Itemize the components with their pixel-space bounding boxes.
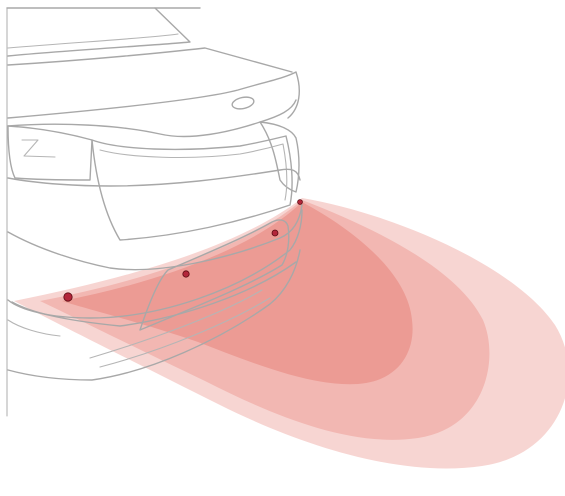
bumper-corner — [8, 320, 60, 336]
trunk-face-inner — [100, 144, 287, 200]
rear-window — [8, 8, 190, 56]
detection-zones — [14, 198, 565, 468]
rear-window-inner — [8, 34, 178, 48]
sensor-inner-right — [272, 230, 278, 236]
sensor-inner-left — [183, 271, 189, 277]
tail-light-right — [260, 122, 299, 192]
brand-emblem — [231, 95, 255, 110]
tail-light-left — [8, 126, 92, 180]
trunk-lid-top — [8, 72, 299, 118]
window-base — [8, 48, 292, 72]
bumper-top — [8, 169, 300, 186]
sensor-outer-left — [64, 293, 72, 301]
sensor-outer-right — [298, 200, 303, 205]
tail-light-left-detail — [22, 140, 55, 157]
